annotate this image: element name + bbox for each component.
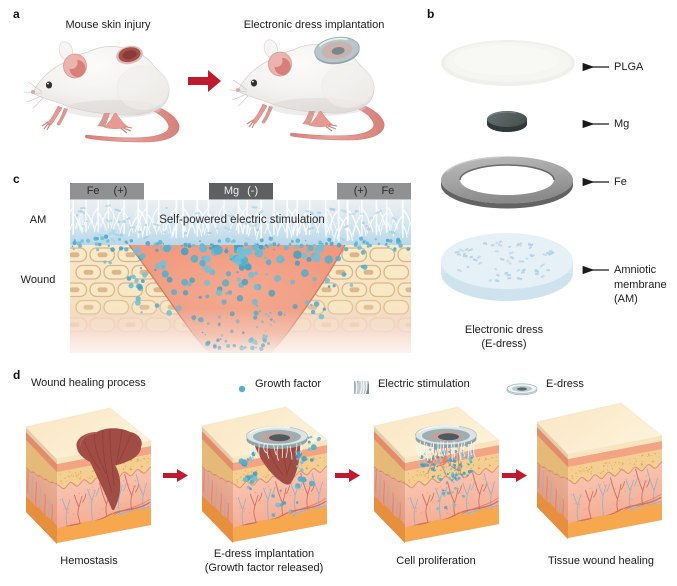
caption-edress-implantation-line1: E-dress implantation [213,548,315,560]
label-wound-layer: Wound [20,274,56,286]
panel-a-label-injury: Mouse skin injury [65,19,151,31]
electrode-label-mg: Mg (-) [209,183,273,199]
legend-e-dress: E-dress [546,378,584,390]
electrode-mg-polarity: (-) [247,185,259,197]
e-dress-icon [506,383,538,396]
label-am-text-line1: Amniotic [614,264,657,276]
panel-letter-c: c [13,172,20,186]
panel-b-caption-line1: Electronic dress [464,324,544,336]
electrode-fe-right-metal: Fe [381,185,395,197]
caption-edress-implantation: E-dress implantation (Growth factor rele… [184,548,344,575]
mouse-wound [116,45,143,65]
panel-a-label-implantation: Electronic dress implantation [243,19,385,31]
panel-b-caption: Electronic dress (E-dress) [424,323,584,351]
legend-electric-stimulation: Electric stimulation [378,378,470,390]
skin-bottom-fade [70,308,411,353]
panel-b-caption-line2: (E-dress) [481,338,527,350]
growth-factor-icon [238,385,246,393]
panel-d-illustration [25,402,663,545]
arrow-d3 [502,469,527,482]
panel-c-illustration [70,183,411,353]
stimulation-text: Self-powered electric stimulation [159,214,325,226]
caption-hemostasis: Hemostasis [60,555,118,567]
panel-b-arrows [582,62,609,275]
arrow-d1 [163,469,188,482]
electrode-fe-right [337,183,411,200]
electrode-fe-left-metal: Fe [86,185,100,197]
electrode-mg-metal: Mg [223,185,240,197]
am-disc [441,233,573,301]
caption-cell-proliferation: Cell proliferation [396,555,476,567]
panel-b-illustration [441,40,609,301]
electrode-fe-right-polarity: (+) [353,185,368,197]
fe-ring [441,156,573,209]
mouse-edress [314,36,360,65]
cube-edress-implantation [201,406,328,544]
caption-tissue-wound-healing: Tissue wound healing [548,555,654,567]
panel-letter-b: b [427,7,435,21]
electrode-mg [209,183,273,200]
cube-healed [536,402,663,540]
label-am-layer: AM [29,214,47,226]
electrode-label-fe-right: (+) Fe [337,183,411,199]
panel-letter-d: d [13,368,21,382]
panel-d-title: Wound healing process [31,377,146,389]
electrode-fe-left-polarity: (+) [113,185,128,197]
plga-disc [441,40,575,86]
arrow-a [188,70,221,92]
electric-stimulation-icon [354,381,369,394]
label-am-text-line3: (AM) [614,293,638,305]
arrow-d2 [335,469,360,482]
panel-a-illustration [23,36,385,143]
label-am: Amniotic membrane (AM) [614,263,667,307]
caption-edress-implantation-line2: (Growth factor released) [204,561,324,574]
label-plga: PLGA [614,61,644,73]
mg-disc [487,111,527,132]
cube-cell-proliferation [373,406,500,544]
electrode-fe-left [70,183,144,200]
label-fe: Fe [614,176,627,188]
panel-letter-a: a [13,7,20,21]
legend-growth-factor: Growth factor [255,378,322,390]
electrode-label-fe-left: Fe (+) [70,183,144,199]
label-am-text-line2: membrane [614,278,667,291]
label-mg: Mg [614,118,630,130]
cube-hemostasis [25,407,152,545]
